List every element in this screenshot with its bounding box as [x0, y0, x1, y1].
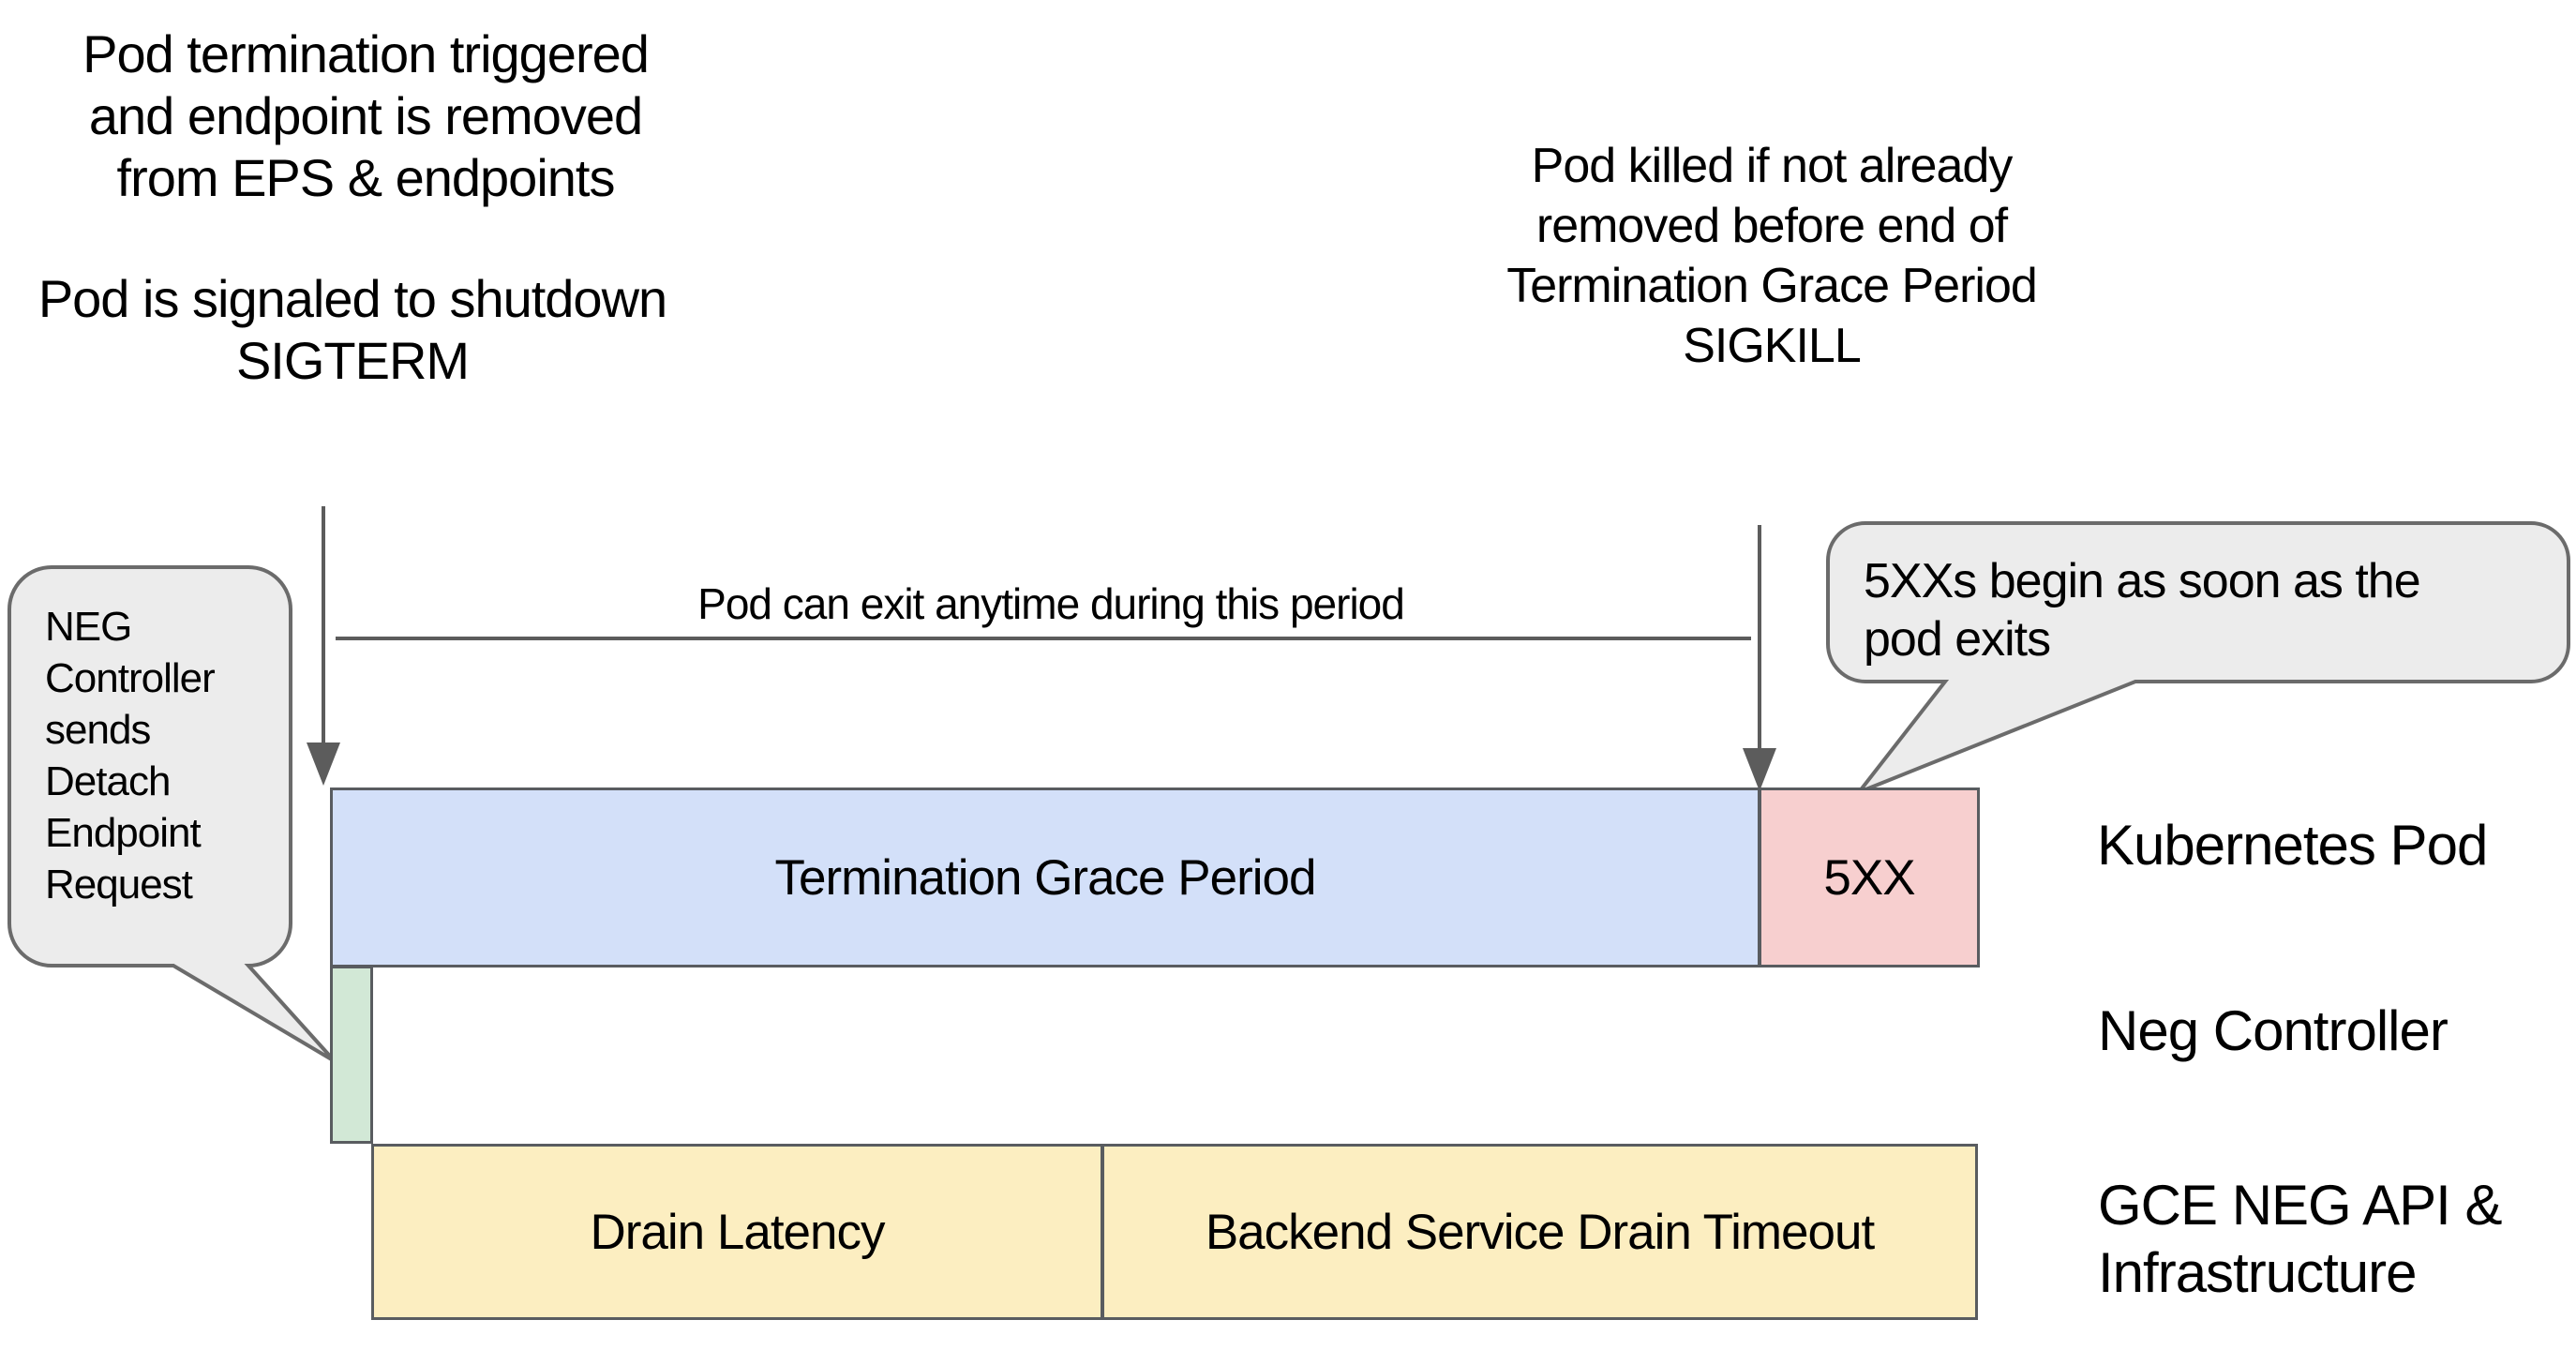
- row-label-neg-controller: Neg Controller: [2098, 999, 2449, 1062]
- sigkill-arrowhead: [1743, 748, 1776, 791]
- neg-controller-detach-bar: [330, 966, 373, 1144]
- right-bubble-text: 5XXs begin as soon as the pod exits: [1864, 554, 2421, 667]
- right-speech-bubble: [1826, 521, 2570, 797]
- drain-latency-bar: Drain Latency: [371, 1144, 1103, 1320]
- five-xx-label: 5XX: [1823, 849, 1915, 906]
- annotation-pod-termination-triggered: Pod termination triggered and endpoint i…: [82, 24, 650, 207]
- row-label-kubernetes-pod: Kubernetes Pod: [2097, 814, 2488, 877]
- period-line-label: Pod can exit anytime during this period: [697, 579, 1405, 628]
- annotation-pod-killed-sigkill: Pod killed if not already removed before…: [1506, 139, 2038, 373]
- drain-latency-label: Drain Latency: [590, 1204, 885, 1260]
- termination-grace-period-bar: Termination Grace Period: [330, 788, 1760, 968]
- backend-service-drain-timeout-label: Backend Service Drain Timeout: [1205, 1204, 1875, 1260]
- row-label-gce-neg-api-infrastructure: GCE NEG API & Infrastructure: [2098, 1174, 2502, 1304]
- backend-service-drain-timeout-bar: Backend Service Drain Timeout: [1101, 1144, 1978, 1320]
- termination-grace-period-label: Termination Grace Period: [774, 849, 1317, 906]
- sigterm-arrowhead: [307, 742, 340, 786]
- annotation-pod-signaled-sigterm: Pod is signaled to shutdown SIGTERM: [37, 269, 667, 390]
- five-xx-bar: 5XX: [1759, 788, 1980, 968]
- left-bubble-text: NEG Controller sends Detach Endpoint Req…: [45, 604, 216, 908]
